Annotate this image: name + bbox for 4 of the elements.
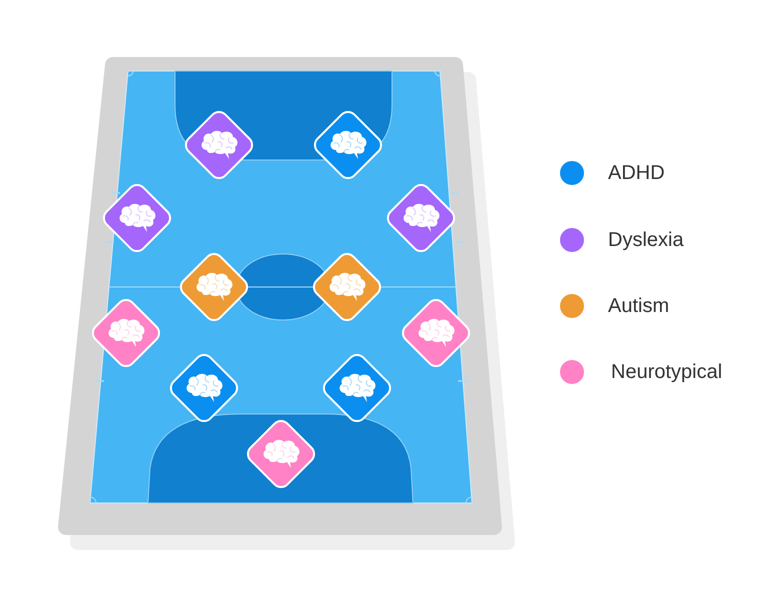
legend-label: ADHD bbox=[608, 161, 665, 185]
legend-label: Dyslexia bbox=[608, 228, 684, 252]
legend-label: Autism bbox=[608, 294, 670, 318]
legend-label: Neurotypical bbox=[611, 360, 722, 384]
